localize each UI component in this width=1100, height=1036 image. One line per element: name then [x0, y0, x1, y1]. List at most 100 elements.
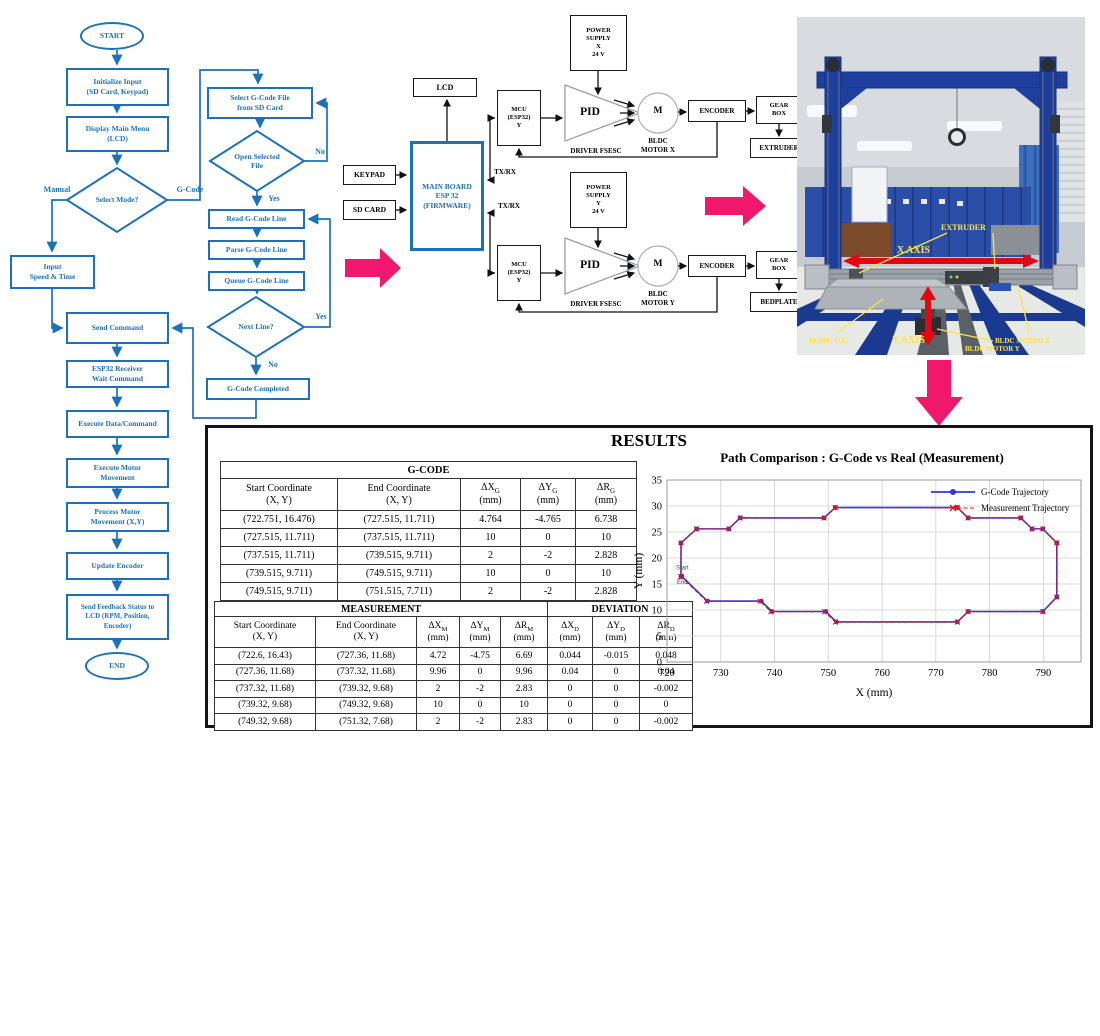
table-cell: 0.04 [547, 663, 593, 681]
table-cell: 2.828 [575, 582, 637, 601]
table-cell: 10 [575, 564, 637, 583]
marker-x [1054, 540, 1060, 546]
x-tick-label: 740 [767, 668, 783, 679]
block-bedplate: BEDPLATE [750, 292, 808, 312]
marker-x [757, 598, 763, 605]
marker-x [678, 573, 684, 580]
table-cell: 4.72 [416, 647, 460, 665]
block-encoder-bottom-label: ENCODER [699, 261, 735, 270]
block-keypad-label: KEYPAD [353, 170, 386, 180]
flow-display-menu-label: Display Main Menu (LCD) [85, 124, 150, 143]
flow-read-gcode: Read G-Code Line [208, 209, 305, 229]
marker-x [768, 608, 774, 615]
table-cell: 0 [459, 663, 501, 681]
flow-execute-data: Execute Data/Command [66, 410, 169, 438]
plot-frame [666, 479, 1082, 663]
marker-x [821, 515, 827, 521]
marker-x [954, 619, 961, 625]
flow-open-selected-file: Open Selected File [217, 146, 297, 176]
block-txrx-top-label: TX/RX [494, 168, 516, 176]
y-tick-label: 15 [652, 580, 663, 591]
pid-triangle-bottom [564, 237, 642, 295]
edge-label-next-yes: Yes [315, 312, 327, 321]
table-title: G-CODE [220, 461, 637, 479]
table-cell: 10 [575, 528, 637, 547]
table-cell: (722.6, 16.43) [214, 647, 316, 665]
x-tick-label: 780 [982, 668, 998, 679]
table-cell: 0 [520, 528, 576, 547]
table-cell: (749.32, 9.68) [315, 696, 417, 714]
marker-x [1054, 594, 1060, 600]
flow-start: START [80, 22, 144, 50]
series-gcode [680, 506, 1058, 623]
desk [833, 223, 891, 257]
edge-label-open-yes: Yes [268, 194, 280, 203]
axis-arrows [843, 254, 1039, 346]
desk-right [991, 225, 1043, 255]
flow-queue-gcode: Queue G-Code Line [208, 271, 305, 291]
flow-esp32-wait-label: ESP32 Receiver Wait Command [91, 364, 144, 383]
table-cell: (751.32, 7.68) [315, 713, 417, 731]
table-cell: 10 [500, 696, 548, 714]
flow-input-speed-time-label: Input Speed & Time [29, 262, 76, 281]
flow-process-motor: Process Motor Movement (X,Y) [66, 502, 169, 532]
arrow-block-to-photo [705, 186, 766, 226]
legend-label: G-Code Trajectory [981, 487, 1049, 497]
x-tick-label: 750 [820, 668, 836, 679]
block-driver-top: DRIVER FSESC [558, 147, 634, 156]
table-cell: 9.96 [500, 663, 548, 681]
block-lcd-label: LCD [436, 82, 454, 92]
annotation-start: Start [676, 565, 689, 571]
table-cell: 9.96 [416, 663, 460, 681]
block-sdcard-label: SD CARD [352, 205, 387, 215]
table-cell: 0.044 [547, 647, 593, 665]
flow-initialize-input: Initialize Input (SD Card, Keypad) [66, 68, 169, 106]
block-bldc-y-label: BLDC MOTOR Y [641, 290, 675, 307]
accent-arrows [345, 186, 963, 426]
table-cell: -2 [520, 582, 576, 601]
flow-execute-motor-label: Execute Motor Movement [93, 463, 142, 482]
table-cell: 2 [460, 582, 521, 601]
table-cell: -2 [459, 713, 501, 731]
block-power-y-label: POWER SUPPLY Y 24 V [586, 183, 611, 216]
edge-label-open-no: No [315, 147, 325, 156]
table-cell: 2.83 [500, 713, 548, 731]
block-txrx-bottom-label: TX/RX [498, 202, 520, 210]
block-power-x-label: POWER SUPPLY X 24 V [586, 26, 611, 59]
block-txrx-top: TX/RX [488, 168, 522, 177]
table-col-header: ΔYM(mm) [459, 616, 501, 648]
block-bldc-x-label: BLDC MOTOR X [641, 137, 675, 154]
table-cell: (737.515, 11.711) [337, 528, 461, 547]
flow-start-label: START [99, 31, 125, 41]
table-cell: (737.32, 11.68) [315, 663, 417, 681]
block-encoder-bottom: ENCODER [688, 255, 746, 277]
block-bedplate-label: BEDPLATE [760, 297, 798, 306]
table-cell: 0 [520, 564, 576, 583]
chart-title: Path Comparison : G-Code vs Real (Measur… [720, 450, 1004, 465]
x-tick-label: 790 [1035, 668, 1051, 679]
photo-labels: EXTRUDER X AXIS Y AXIS BEDPLATE BLDC MOT… [809, 223, 1050, 353]
table-cell: (727.36, 11.68) [315, 647, 417, 665]
series-measurement [680, 507, 1058, 623]
flow-display-menu: Display Main Menu (LCD) [66, 116, 169, 152]
photo-label-extruder: EXTRUDER [941, 223, 986, 232]
flow-end-label: END [109, 661, 125, 671]
machine-photo: EXTRUDER X AXIS Y AXIS BEDPLATE BLDC MOT… [797, 17, 1085, 355]
y-axis-label: Y (mm) [633, 553, 645, 589]
table-cell: -4.765 [520, 510, 576, 529]
table-cell: (749.515, 9.711) [220, 582, 338, 601]
table-cell: -4.75 [459, 647, 501, 665]
marker-x [965, 608, 971, 615]
marker-x [1040, 526, 1046, 532]
marker-x [832, 619, 839, 625]
